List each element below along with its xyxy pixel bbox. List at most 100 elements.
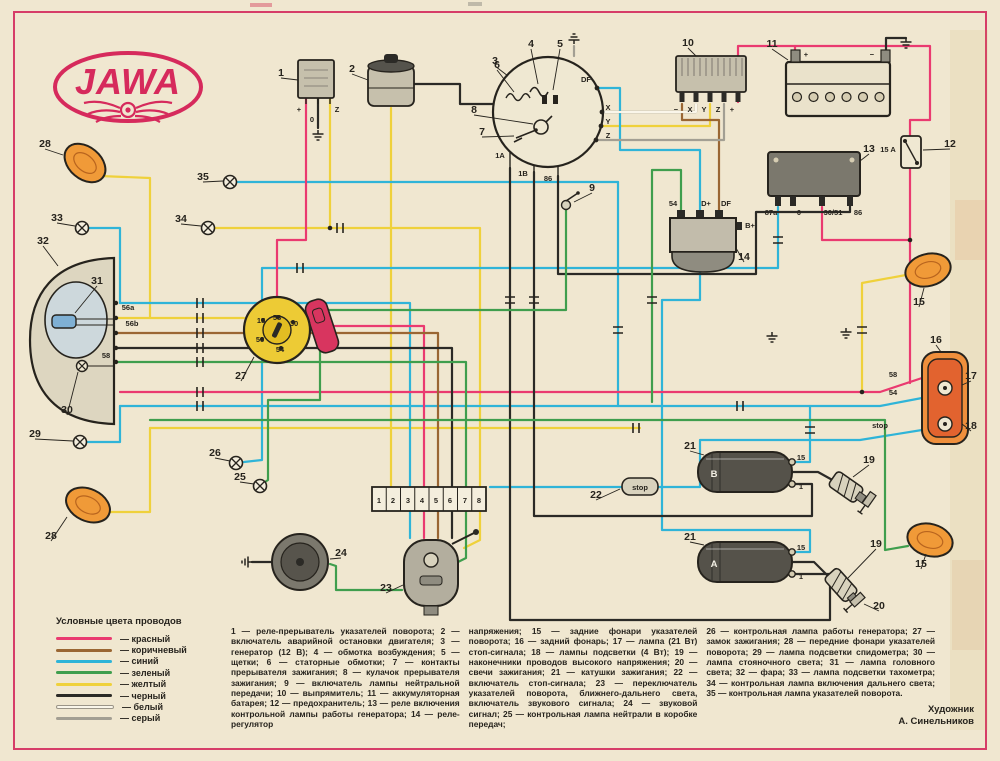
wires-green <box>328 562 404 592</box>
terminal-label: X <box>605 103 610 112</box>
legend-label: — синий <box>120 656 159 667</box>
wires-red <box>118 376 924 394</box>
charge-lamp-relay <box>849 157 855 163</box>
indicator-lamp-29 <box>75 437 85 447</box>
connector-combs <box>196 313 204 323</box>
callout-leader <box>44 148 64 156</box>
callout-leader <box>689 541 705 546</box>
ground-symbols <box>840 328 852 339</box>
terminal-strip <box>371 486 487 512</box>
legend-item: — синий <box>56 656 228 667</box>
connector-combs <box>736 401 744 411</box>
turn-signal-rear-right-top <box>904 252 952 288</box>
tail-light <box>943 386 947 390</box>
voltage-regulator <box>734 222 742 230</box>
indicator-lamp-25 <box>252 478 268 494</box>
callout-number: 11 <box>766 38 777 50</box>
engine-stop-switch <box>384 54 398 63</box>
callout-number: 12 <box>944 138 956 150</box>
terminal-label: Y <box>701 105 706 114</box>
callout-leader <box>771 48 789 61</box>
battery-negative-terminal <box>880 49 891 63</box>
wires-white <box>600 102 698 114</box>
handlebar-switch <box>423 552 439 568</box>
callout-leader <box>961 423 972 432</box>
ignition-key <box>304 298 340 354</box>
spark-plug-bottom <box>843 591 866 614</box>
stator-winding <box>505 93 531 102</box>
callout-number: 28 <box>39 138 51 150</box>
legend-color-swatch <box>56 671 112 675</box>
ground-symbols <box>900 38 912 49</box>
terminal-label: DF <box>721 199 731 208</box>
callout-number: 5 <box>557 38 563 50</box>
callout-number: 26 <box>209 447 221 459</box>
wires-blue <box>84 86 924 554</box>
wires-blue <box>118 396 924 408</box>
turn-signal-rear-right-top <box>914 260 942 280</box>
battery <box>874 91 885 103</box>
wires-black <box>113 36 908 622</box>
turn-signal-rear-right-bottom <box>906 522 954 558</box>
callout-number: 3 <box>492 55 498 67</box>
indicator-lamp-35 <box>222 174 238 190</box>
switch-lever <box>451 532 475 545</box>
connector-combs <box>773 236 783 244</box>
callout-leader <box>34 438 74 442</box>
connector-combs <box>632 423 640 433</box>
legend-label: — коричневый <box>120 645 187 656</box>
breaker-contacts <box>513 129 537 143</box>
components <box>28 49 969 616</box>
wires-blue <box>595 86 702 212</box>
callout-leader <box>214 457 231 462</box>
tail-light <box>943 422 947 426</box>
callout-number: 7 <box>479 126 485 138</box>
callout-leader <box>50 516 68 542</box>
battery <box>808 91 819 103</box>
wires-black <box>556 174 852 276</box>
terminal-label: 54 <box>276 345 285 354</box>
callout-leader <box>180 223 202 227</box>
ignition-switch <box>279 346 283 350</box>
voltage-regulator <box>669 217 737 253</box>
spark-plug-cap-top <box>828 471 868 504</box>
brake-light-switch <box>621 477 659 496</box>
terminal-label: 0 <box>797 208 801 217</box>
scan-artifacts <box>250 3 272 7</box>
charge-lamp-relay <box>819 196 825 206</box>
wires-blue <box>242 205 780 464</box>
ignition-switch <box>242 295 340 365</box>
wires-black <box>532 170 814 518</box>
callout-number: 8 <box>471 104 477 116</box>
turn-signal-front-left-top <box>73 152 97 174</box>
headlight <box>113 345 119 351</box>
wires-red <box>820 205 912 242</box>
generator <box>509 152 559 176</box>
indicator-lamp-25 <box>255 481 265 491</box>
headlight <box>113 359 119 365</box>
callout-number: 6 <box>494 59 500 71</box>
indicator-lamp-26 <box>231 458 241 468</box>
wires-white <box>600 102 698 114</box>
turn-signal-relay <box>297 59 335 104</box>
terminal-label: 15 <box>257 316 265 325</box>
turn-signal-rear-right-bottom <box>916 530 944 550</box>
callout-number: 2 <box>349 63 355 75</box>
terminal-label: − <box>870 50 875 59</box>
turn-signal-rear-right-top <box>904 252 952 288</box>
callout-leader <box>42 245 59 267</box>
callout-number: 1 <box>278 67 284 79</box>
wire-color-legend: Условные цвета проводов — красный— корич… <box>56 616 228 724</box>
component-list: 1 — реле-прерыватель указателей поворота… <box>231 626 935 729</box>
terminal-label: 56 <box>256 335 264 344</box>
legend-label: — черный <box>120 690 166 701</box>
generator <box>491 55 605 176</box>
battery <box>824 91 836 103</box>
connector-combs <box>529 296 539 304</box>
terminal-strip <box>385 487 473 511</box>
legend-color-swatch <box>56 716 112 720</box>
wires-gray <box>572 44 726 142</box>
connector-combs <box>805 426 815 434</box>
voltage-regulator <box>669 210 742 273</box>
